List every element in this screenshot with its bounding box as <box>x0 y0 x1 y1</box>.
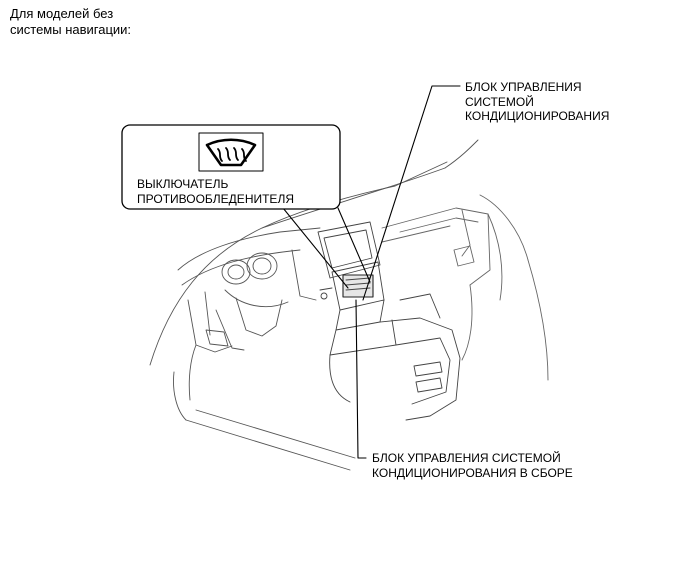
header-note: Для моделей без системы навигации: <box>10 6 131 38</box>
ac-control-unit-label-line-3: КОНДИЦИОНИРОВАНИЯ <box>465 109 610 123</box>
callout-leader-lines <box>282 85 461 459</box>
dash-right-side <box>381 194 549 381</box>
defogger-switch-label-line-2: ПРОТИВООБЛЕДЕНИТЕЛЯ <box>137 191 294 206</box>
header-line-2: системы навигации: <box>10 22 132 37</box>
windshield-defogger-icon <box>198 132 264 172</box>
ac-control-unit-label-line-2: СИСТЕМОЙ <box>465 94 534 109</box>
ac-control-unit-label-line-1: БЛОК УПРАВЛЕНИЯ <box>465 80 582 94</box>
dash-left-side <box>173 227 356 471</box>
header-line-1: Для моделей без <box>10 6 114 21</box>
ac-control-assembly-label-line-1: БЛОК УПРАВЛЕНИЯ СИСТЕМОЙ <box>372 451 561 465</box>
center-stack <box>317 221 461 421</box>
defogger-switch-label: ВЫКЛЮЧАТЕЛЬ ПРОТИВООБЛЕДЕНИТЕЛЯ <box>137 177 294 206</box>
ac-control-unit-label: БЛОК УПРАВЛЕНИЯ СИСТЕМОЙ КОНДИЦИОНИРОВАН… <box>465 80 609 124</box>
windshield-outline <box>149 139 479 366</box>
ac-control-assembly-label-line-2: КОНДИЦИОНИРОВАНИЯ В СБОРЕ <box>372 465 573 480</box>
ac-control-assembly-label: БЛОК УПРАВЛЕНИЯ СИСТЕМОЙ КОНДИЦИОНИРОВАН… <box>372 451 573 480</box>
defogger-switch-label-line-1: ВЫКЛЮЧАТЕЛЬ <box>137 177 229 191</box>
